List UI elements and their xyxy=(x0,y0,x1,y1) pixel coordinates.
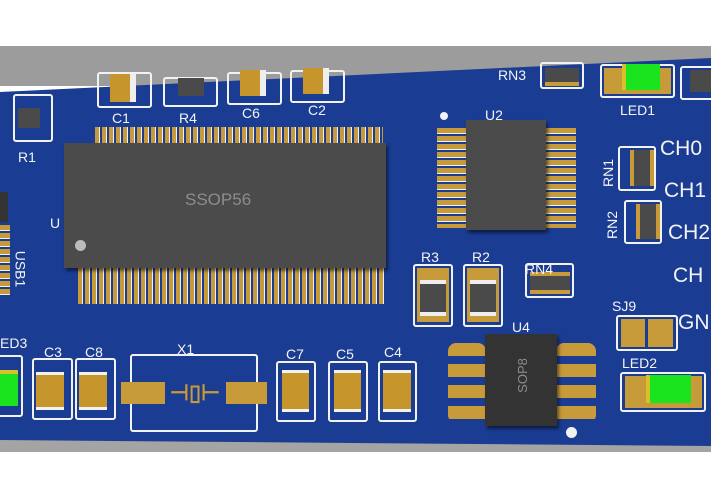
u4-right-pins xyxy=(556,343,596,423)
led2 xyxy=(646,375,691,403)
sj9-pad-right xyxy=(648,319,673,347)
c7-label: C7 xyxy=(286,346,304,362)
u4-pin1-dot xyxy=(566,427,577,438)
c5-outline xyxy=(328,361,368,422)
rn4-resistor-network xyxy=(530,272,570,294)
r-partial xyxy=(690,70,711,92)
u2-pin1-dot xyxy=(440,112,448,120)
rn2-outline xyxy=(624,200,662,244)
rn2-resistor-network xyxy=(636,204,660,239)
led2-outline xyxy=(620,372,706,412)
rn3-resistor-network xyxy=(545,68,579,86)
c7-capacitor xyxy=(282,370,309,412)
r1-label: R1 xyxy=(18,149,36,165)
rn4-outline xyxy=(525,263,574,298)
ch3-label-partial: CH xyxy=(673,264,704,287)
u4-left-pins xyxy=(448,343,486,423)
usb1-housing xyxy=(0,192,8,222)
ssop56-chip xyxy=(64,143,386,268)
ch0-label: CH0 xyxy=(660,137,703,160)
c5-label: C5 xyxy=(336,346,354,362)
r2-label: R2 xyxy=(472,249,490,265)
c7-outline xyxy=(276,361,316,422)
usb1-label: USB1 xyxy=(12,250,29,288)
ch1-label: CH1 xyxy=(664,179,707,202)
rn3-label: RN3 xyxy=(498,67,527,83)
r4-resistor xyxy=(178,78,204,96)
u2-chip xyxy=(466,120,546,230)
c4-outline xyxy=(378,361,417,422)
r3-label: R3 xyxy=(421,249,439,265)
r3-outline xyxy=(413,264,453,327)
x1-label: X1 xyxy=(177,341,195,357)
c2-capacitor xyxy=(303,68,329,94)
c6-capacitor xyxy=(240,70,266,96)
r2-outline xyxy=(463,264,503,327)
x1-pad-right xyxy=(226,382,267,404)
sj9-label: SJ9 xyxy=(612,298,637,314)
r2-resistor xyxy=(470,280,496,316)
led3-label-partial: ED3 xyxy=(0,335,28,351)
c2-label: C2 xyxy=(308,102,326,118)
rn1-resistor-network xyxy=(630,150,654,186)
rn1-outline xyxy=(618,146,656,191)
c3-label: C3 xyxy=(44,344,62,360)
c8-label: C8 xyxy=(85,344,103,360)
c4-label: C4 xyxy=(384,344,402,360)
sj9-pad-left xyxy=(621,319,645,347)
ssop56-top-pins xyxy=(95,127,383,147)
r-partial-outline xyxy=(680,66,711,100)
c8-capacitor xyxy=(79,372,107,410)
led1-label: LED1 xyxy=(620,102,656,118)
led3 xyxy=(0,370,18,406)
rn1-label: RN1 xyxy=(600,158,617,188)
sop8-marking: SOP8 xyxy=(514,358,530,393)
c1-outline xyxy=(97,72,152,108)
u4-chip xyxy=(485,334,557,426)
ssop56-bottom-pins xyxy=(78,266,386,304)
r1-outline xyxy=(13,94,53,142)
u2-right-pins xyxy=(544,128,576,228)
x1-pad-left xyxy=(121,382,165,404)
pin1-marker xyxy=(75,240,86,251)
c8-outline xyxy=(75,358,116,420)
c4-capacitor xyxy=(383,370,411,412)
u2-label: U2 xyxy=(485,107,503,123)
rn4-label: RN4 xyxy=(525,261,554,277)
rn3-outline xyxy=(540,62,584,89)
c1-label: C1 xyxy=(112,110,130,126)
sj9-outline xyxy=(616,315,678,351)
r1-resistor xyxy=(18,108,40,128)
led2-label: LED2 xyxy=(622,355,658,371)
c6-label: C6 xyxy=(242,105,260,121)
c3-outline xyxy=(32,358,73,420)
gnd-label-partial: GN xyxy=(678,311,710,334)
r3-resistor xyxy=(420,280,446,316)
crystal-symbol-icon: ⊣▯⊢ xyxy=(169,380,221,405)
ssop56-marking: SSOP56 xyxy=(185,190,252,209)
led3-outline xyxy=(0,355,23,417)
rn2-label: RN2 xyxy=(604,210,621,240)
c5-capacitor xyxy=(334,370,361,412)
c3-capacitor xyxy=(36,372,64,410)
c1-capacitor xyxy=(110,74,136,102)
led1 xyxy=(622,64,660,90)
ch2-label: CH2 xyxy=(668,221,711,244)
r4-label: R4 xyxy=(179,110,197,126)
u4-label: U4 xyxy=(512,319,530,335)
u1-label-partial: U xyxy=(50,215,61,231)
usb1-connector xyxy=(0,225,10,295)
u2-left-pins xyxy=(437,128,469,228)
